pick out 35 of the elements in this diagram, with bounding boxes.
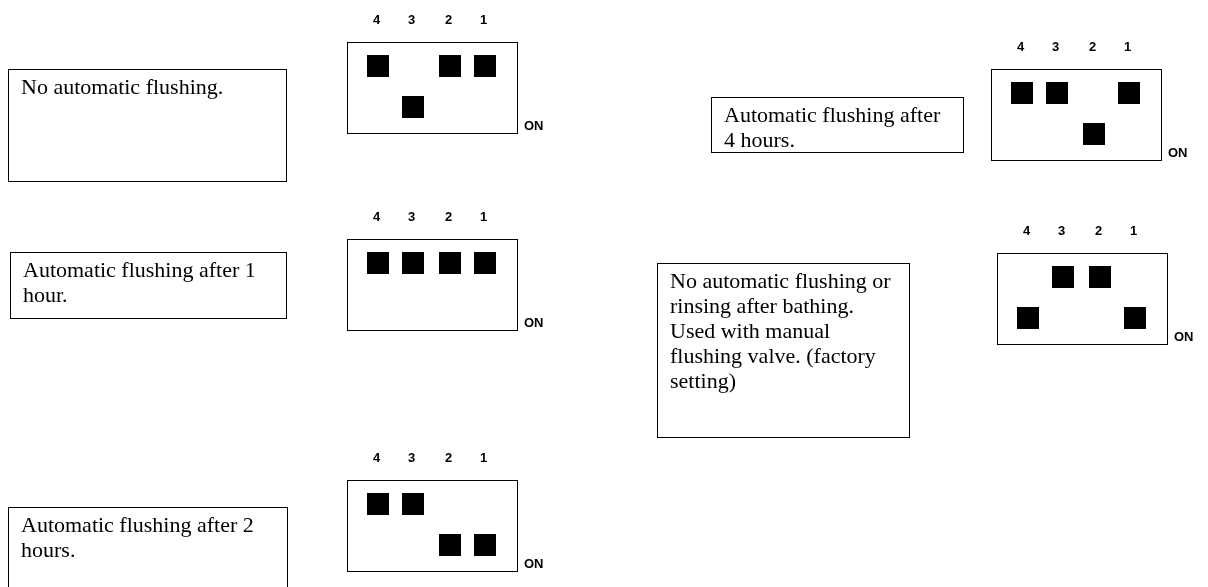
dip-switch-box [997, 253, 1168, 345]
description-box: Automatic flushing after 2 hours. [8, 507, 288, 587]
switch-number: 2 [445, 209, 453, 224]
on-label: ON [524, 315, 544, 330]
switch-number: 3 [1058, 223, 1066, 238]
description-box: No automatic flushing or rinsing after bathing. Used with manual flushing valve. (factory setting) [657, 263, 910, 438]
on-label: ON [524, 118, 544, 133]
dip-switch-box [991, 69, 1162, 161]
switch-number: 3 [408, 450, 416, 465]
switch-number: 4 [373, 12, 381, 27]
switch-number: 3 [408, 12, 416, 27]
switch-number: 3 [408, 209, 416, 224]
description-box: Automatic flushing after 4 hours. [711, 97, 964, 153]
switch-number: 4 [1017, 39, 1025, 54]
switch-number: 1 [1124, 39, 1132, 54]
dip-switch-box [347, 239, 518, 331]
switch-number: 2 [1095, 223, 1103, 238]
switch-number: 3 [1052, 39, 1060, 54]
switch-number: 4 [373, 450, 381, 465]
switch-number: 4 [1023, 223, 1031, 238]
on-label: ON [1168, 145, 1188, 160]
description-box: Automatic flushing after 1 hour. [10, 252, 287, 319]
dip-switch-box [347, 42, 518, 134]
switch-number: 4 [373, 209, 381, 224]
on-label: ON [524, 556, 544, 571]
switch-number: 1 [1130, 223, 1138, 238]
switch-number: 2 [445, 12, 453, 27]
switch-number: 2 [445, 450, 453, 465]
switch-number: 1 [480, 450, 488, 465]
dip-switch-box [347, 480, 518, 572]
switch-number: 1 [480, 209, 488, 224]
switch-number: 2 [1089, 39, 1097, 54]
switch-number: 1 [480, 12, 488, 27]
description-box: No automatic flushing. [8, 69, 287, 182]
on-label: ON [1174, 329, 1194, 344]
